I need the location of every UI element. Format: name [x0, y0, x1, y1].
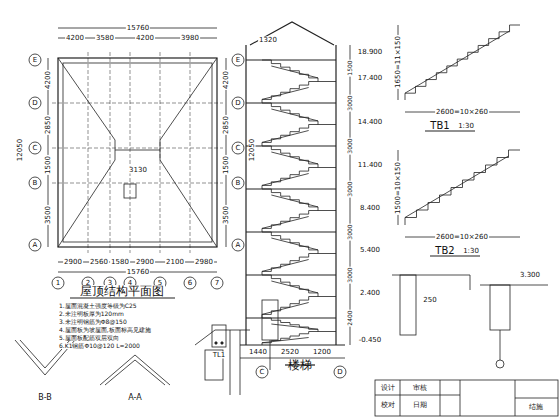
- dimension-label: 3.未注明钢筋为Φ8@150: [58, 319, 128, 325]
- beam-section: [212, 325, 226, 347]
- axis-label: C: [32, 145, 39, 152]
- dimension-label: 3.300: [519, 272, 541, 279]
- axis-label: 7: [214, 280, 220, 287]
- dimension-label: -0.450: [358, 337, 383, 344]
- dimension-label: 15760: [126, 25, 150, 32]
- dimension-label: 3580: [95, 35, 115, 42]
- dimension-label: 4200: [223, 70, 230, 90]
- axis-label: 校对: [380, 402, 396, 409]
- dimension-label: 1500: [45, 155, 52, 175]
- dimension-label: 12050: [249, 138, 256, 162]
- dimension-label: 3980: [180, 35, 200, 42]
- axis-label: D: [336, 369, 343, 376]
- dimension-label: 2900: [63, 259, 83, 266]
- axis-label: TB1: [429, 121, 450, 131]
- dimension-label: 5.屋面板配筋双层双向: [58, 335, 120, 341]
- axis-label: TB2: [434, 246, 455, 256]
- dimension-label: 3500: [45, 205, 52, 225]
- dimension-label: 3000: [347, 180, 353, 197]
- dimension-label: 6.K1钢筋Φ10@120 L=2000: [58, 343, 141, 349]
- axis-label: 6: [187, 280, 193, 287]
- axis-label: 1:30: [457, 123, 475, 130]
- dimension-label: 2600=10×260: [435, 234, 489, 241]
- axis-label: A: [235, 242, 242, 249]
- axis-label: C: [259, 369, 266, 376]
- dimension-label: 3000: [347, 223, 353, 240]
- dimension-label: 3000: [347, 266, 353, 283]
- roof-plan: [29, 28, 244, 298]
- dimension-label: 2.未注明板厚为120mm: [58, 311, 125, 317]
- axis-label: C: [235, 145, 242, 152]
- dimension-label: 250: [422, 297, 437, 304]
- dimension-label: 1500: [347, 59, 353, 76]
- axis-label: E: [32, 57, 38, 64]
- dimension-label: 3500: [223, 205, 230, 225]
- title-block: [375, 380, 558, 416]
- axis-label: D: [31, 100, 38, 107]
- dimension-label: 1500: [223, 155, 230, 175]
- axis-label: B: [235, 180, 242, 187]
- dimension-label: 8.400: [359, 205, 381, 212]
- stair-details: [398, 25, 520, 256]
- dimension-label: TL1: [212, 352, 227, 359]
- dimension-label: 1440: [248, 349, 268, 356]
- dimension-label: 2520: [280, 349, 300, 356]
- axis-label: 1:30: [462, 248, 480, 255]
- dimension-label: 2600=10×260: [435, 109, 489, 116]
- axis-label: 审核: [412, 385, 428, 392]
- dimension-label: 15760: [126, 269, 150, 276]
- beam-details: [392, 275, 548, 368]
- dimension-label: 2900: [135, 259, 155, 266]
- dimension-label: 4200: [135, 35, 155, 42]
- dimension-label: 1200: [312, 349, 332, 356]
- dimension-label: 4200: [65, 35, 85, 42]
- dimension-label: 2.400: [359, 290, 381, 297]
- axis-label: B: [32, 180, 39, 187]
- dimension-label: 2560: [89, 259, 109, 266]
- dimension-label: 5.400: [359, 247, 381, 254]
- stair-section: [240, 22, 350, 378]
- dimension-label: 12050: [17, 138, 24, 162]
- dimension-label: 3000: [347, 94, 353, 111]
- dimension-label: 18.900: [357, 49, 384, 56]
- axis-label: 日期: [412, 402, 428, 409]
- dimension-label: 1650=11×150: [395, 35, 402, 89]
- axis-label: 1: [55, 280, 61, 287]
- dimension-label: B-B: [37, 394, 53, 402]
- roof-sections: [15, 300, 278, 395]
- dimension-label: 14.400: [357, 119, 384, 126]
- dimension-label: 2100: [165, 259, 185, 266]
- axis-label: 结施: [528, 404, 544, 411]
- dimension-label: 3130: [128, 167, 148, 174]
- dimension-label: 1500=10×150: [395, 161, 402, 215]
- axis-label: E: [235, 57, 241, 64]
- dimension-label: 17.400: [357, 75, 384, 82]
- axis-label: 楼梯: [287, 359, 313, 371]
- dimension-label: 2400: [347, 309, 353, 326]
- dimension-label: 4200: [45, 70, 52, 90]
- axis-label: A: [32, 242, 39, 249]
- axis-label: 设计: [380, 385, 396, 392]
- dimension-label: 1.屋面混凝土强度等级为C25: [58, 303, 138, 309]
- dimension-label: A-A: [127, 394, 142, 402]
- dimension-label: 1580: [110, 259, 130, 266]
- dimension-label: 4.屋面板为坡屋面,板面标高见建施: [58, 327, 152, 333]
- axis-label: D: [234, 100, 241, 107]
- dimension-label: 3000: [347, 137, 353, 154]
- dimension-label: 屋顶结构平面图: [79, 285, 165, 297]
- dimension-label: 2850: [45, 115, 52, 135]
- dimension-label: 2980: [194, 259, 214, 266]
- dimension-label: 11.400: [357, 162, 384, 169]
- dimension-label: 1320: [258, 37, 278, 44]
- dimension-label: 2850: [223, 115, 230, 135]
